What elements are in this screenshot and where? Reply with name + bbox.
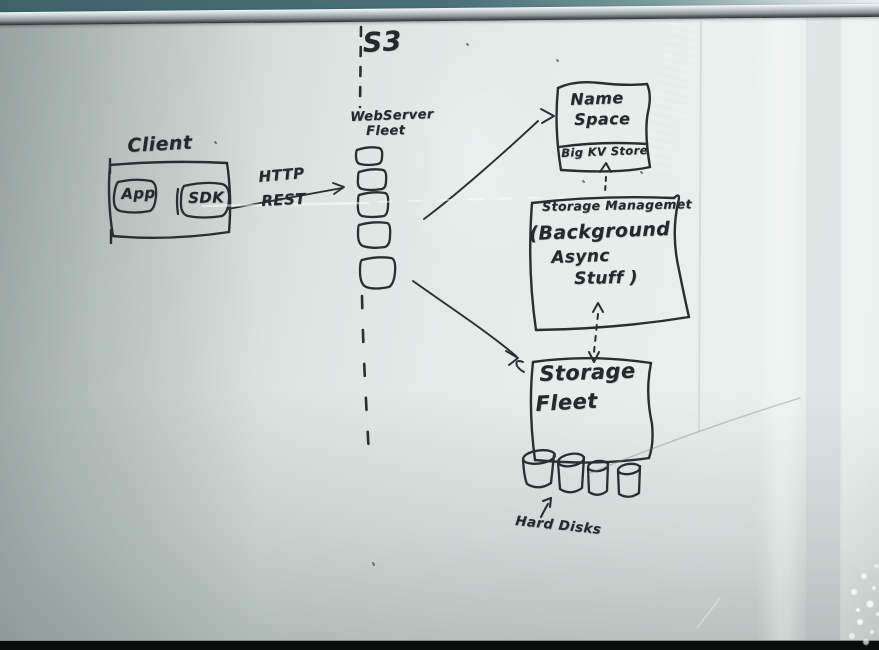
disk-cylinder (586, 459, 610, 496)
namespace-box-sketch (555, 80, 652, 173)
rest-label: REST (260, 189, 307, 210)
storage-management-box-sketch (529, 194, 691, 332)
webserver-box (356, 221, 392, 249)
sdk-box-sketch (175, 181, 231, 219)
sdk-label: SDK (187, 188, 225, 207)
webserver-boxes (354, 146, 397, 290)
disk-cylinder (556, 452, 586, 494)
board-sheen-center (398, 36, 548, 286)
storage-management-note-line1: (Background (528, 218, 671, 245)
webserver-fleet-label-line1: WebServer (349, 107, 434, 125)
webserver-box (354, 146, 384, 167)
disk-cylinder (616, 462, 642, 498)
storage-management-note-line2: Async (550, 245, 611, 268)
storage-fleet-label-line1: Storage (538, 358, 636, 386)
storage-management-note-line3: Stuff ) (573, 267, 639, 289)
window-reflection-band-1 (756, 0, 808, 650)
marker-specks (214, 43, 643, 566)
fleet-to-storage-arrow (412, 280, 525, 373)
namespace-label-line2: Space (573, 109, 631, 129)
bottom-dark-strip (0, 640, 879, 650)
glare-line (201, 196, 566, 208)
board-left-shadow (0, 0, 260, 650)
namespace-mgmt-dashed-arrow (599, 162, 612, 194)
app-box-sketch (112, 178, 158, 214)
namespace-kv-note: Big KV Store (560, 142, 649, 160)
s3-dashed-axis (358, 25, 371, 458)
hard-disk-cylinders (521, 449, 642, 498)
hard-disks-pointer-arrow (539, 496, 553, 519)
client-box-sketch (107, 157, 232, 245)
webserver-box (356, 191, 390, 219)
client-label: Client (126, 131, 193, 157)
fleet-to-namespace-arrow (423, 108, 555, 220)
webserver-box (356, 168, 388, 192)
corner-light-speckles (856, 608, 860, 612)
namespace-label-line1: Name (569, 88, 624, 109)
http-label: HTTP (257, 164, 306, 186)
board-bottom-shadow (0, 390, 879, 650)
window-reflection-band-2 (806, 0, 842, 650)
window-reflection-line (587, 21, 801, 629)
disk-cylinder (521, 449, 557, 489)
mgmt-fleet-dashed-arrow (588, 302, 604, 363)
s3-title: S3 (361, 25, 403, 59)
app-label: App (120, 183, 156, 203)
storage-management-label: Storage Managemet (541, 196, 693, 214)
window-reflection-band-3 (840, 0, 879, 650)
webserver-fleet-label-line2: Fleet (365, 123, 406, 139)
storage-fleet-label-line2: Fleet (534, 388, 599, 416)
webserver-box (358, 256, 397, 290)
